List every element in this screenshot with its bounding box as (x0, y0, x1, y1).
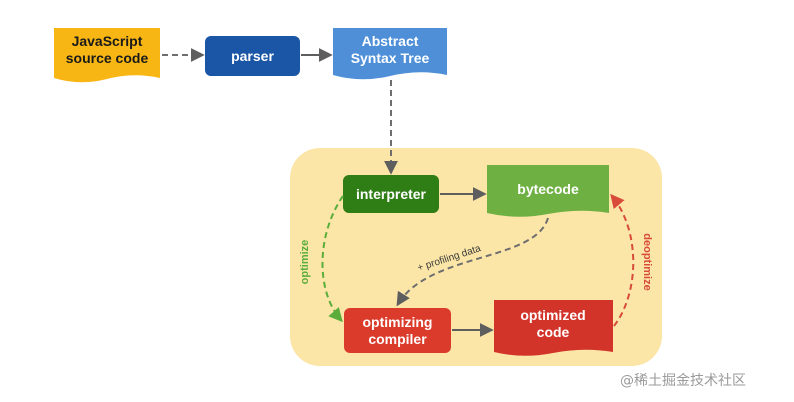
compiler-line2: compiler (368, 331, 427, 347)
watermark: @稀土掘金技术社区 (620, 373, 746, 389)
ast-node: Abstract Syntax Tree (333, 28, 447, 80)
compiler-line1: optimizing (363, 314, 433, 330)
bytecode-node: bytecode (487, 165, 609, 217)
source-code-line2: source code (66, 50, 149, 66)
interpreter-node: interpreter (343, 175, 439, 213)
arrow-deoptimize (610, 193, 635, 327)
optimizing-compiler-node: optimizing compiler (344, 308, 451, 353)
parser-node: parser (205, 36, 300, 76)
ast-line1: Abstract (362, 33, 419, 49)
ast-line2: Syntax Tree (351, 50, 430, 66)
source-code-node: JavaScript source code (54, 28, 160, 83)
arrow-optimize (321, 195, 344, 323)
optimize-label: optimize (299, 240, 311, 285)
source-code-line1: JavaScript (72, 33, 143, 49)
bytecode-label: bytecode (517, 181, 579, 197)
deoptimize-label: deoptimize (641, 233, 653, 290)
arrow-profiling-data (396, 217, 549, 307)
optimized-code-node: optimized code (494, 300, 613, 356)
optimized-line2: code (537, 324, 570, 340)
interpreter-label: interpreter (356, 186, 427, 202)
parser-label: parser (231, 48, 274, 64)
optimized-line1: optimized (520, 307, 585, 323)
